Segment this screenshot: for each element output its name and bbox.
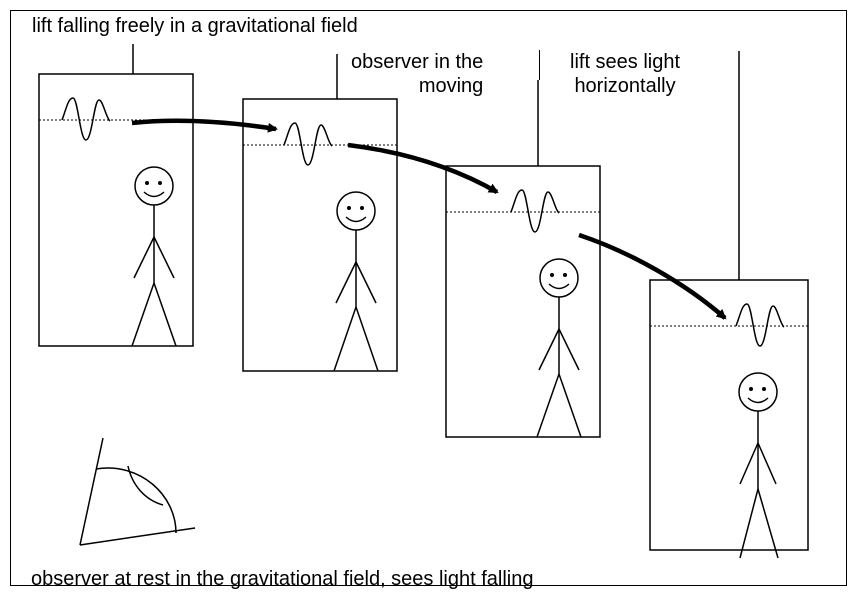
lift-sees-line-1: lift sees light	[570, 51, 681, 73]
angle-sketch	[79, 437, 196, 546]
lift-4-light-wave	[735, 303, 785, 347]
label-divider	[539, 50, 540, 80]
lift-2	[242, 54, 398, 372]
lift-sees-line-2: horizontally	[574, 75, 676, 97]
lift-4	[649, 51, 809, 559]
lift-2-observer	[333, 191, 379, 372]
bottom-caption-label: observer at rest in the gravitational fi…	[31, 568, 534, 590]
lift-1-observer	[131, 166, 177, 347]
observer-moving-label: observer in the moving	[351, 50, 483, 98]
lift-1	[38, 44, 194, 347]
lift-3-car	[445, 165, 601, 438]
trajectory-arrow-3	[578, 232, 727, 320]
trajectory-arrow-2	[347, 142, 499, 194]
observer-moving-line-1: observer in the	[351, 51, 484, 73]
top-title-label: lift falling freely in a gravitational f…	[32, 15, 358, 37]
lift-1-car	[38, 73, 194, 347]
lift-3-observer	[536, 258, 582, 438]
lift-2-light-wave	[283, 122, 333, 166]
lift-3	[445, 80, 601, 438]
lift-2-car	[242, 98, 398, 372]
lift-4-car	[649, 279, 809, 551]
lift-4-observer	[738, 372, 779, 559]
lift-3-light-wave	[510, 189, 560, 233]
observer-moving-line-2: moving	[418, 75, 484, 97]
trajectory-arrow-1	[131, 118, 278, 133]
lift-1-light-wave	[61, 97, 111, 141]
lift-sees-label: lift sees light horizontally	[570, 50, 680, 98]
